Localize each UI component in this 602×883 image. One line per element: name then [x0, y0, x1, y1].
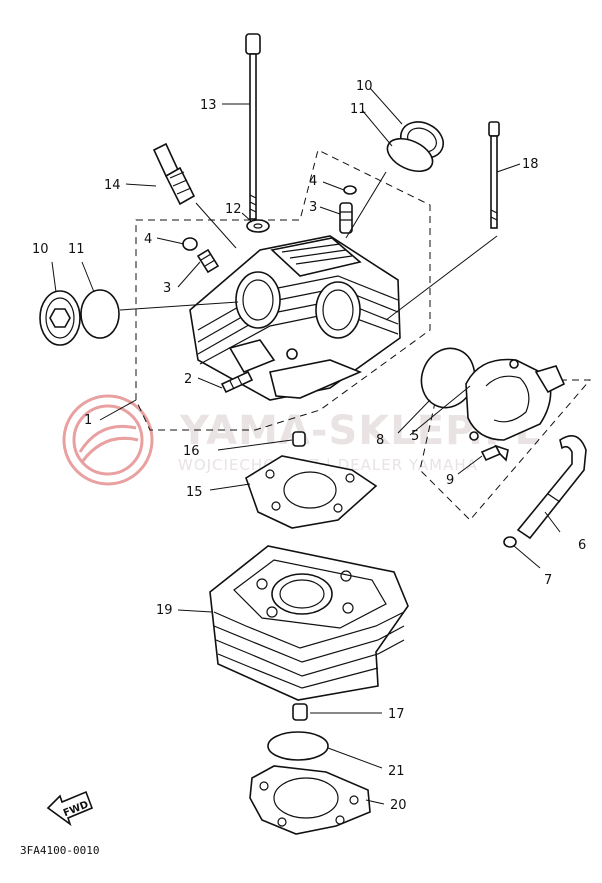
tappet-cover-10-left — [39, 290, 81, 346]
callout-8: 8 — [376, 433, 384, 448]
callout-16: 16 — [183, 444, 200, 459]
hose-clamp-7 — [503, 536, 517, 548]
callout-3-right: 3 — [309, 200, 317, 215]
o-ring-4-right — [343, 185, 357, 195]
callout-1: 1 — [84, 413, 92, 428]
washer-12 — [246, 219, 270, 233]
callout-18: 18 — [522, 157, 539, 172]
cylinder-head-gasket-15 — [245, 455, 378, 529]
dowel-pin-16 — [292, 431, 306, 447]
stud-bolt-13 — [245, 33, 261, 220]
callout-10-left: 10 — [32, 242, 49, 257]
spark-plug-14 — [152, 142, 196, 206]
breather-hose-6 — [516, 434, 587, 540]
dowel-pin-17 — [292, 703, 308, 721]
callout-7: 7 — [544, 573, 552, 588]
stud-2 — [220, 370, 254, 394]
callout-12: 12 — [225, 202, 242, 217]
callout-20: 20 — [390, 798, 407, 813]
callout-14: 14 — [104, 178, 121, 193]
callout-13: 13 — [200, 98, 217, 113]
callout-15: 15 — [186, 485, 203, 500]
callout-2: 2 — [184, 372, 192, 387]
breather-cover-5 — [465, 358, 566, 441]
stud-bolt-18 — [488, 121, 500, 229]
callout-3-left: 3 — [163, 281, 171, 296]
forward-direction-arrow: FWD — [46, 790, 94, 827]
callout-4-left: 4 — [144, 232, 152, 247]
callout-11-right: 11 — [350, 102, 367, 117]
valve-guide-3-left — [196, 248, 220, 274]
valve-guide-3-right — [339, 202, 353, 234]
callout-labels: 1 2 3 3 4 4 5 6 7 8 9 10 10 11 11 12 13 … — [32, 79, 586, 813]
bolt-9 — [480, 444, 509, 462]
cylinder-head-assembly-outline — [135, 149, 431, 431]
leader-lines — [51, 87, 561, 805]
callout-17: 17 — [388, 707, 405, 722]
cylinder-head-1 — [189, 235, 401, 401]
watermark-logo — [62, 394, 154, 486]
o-ring-11-right — [386, 137, 434, 173]
callout-9: 9 — [446, 473, 454, 488]
callout-21: 21 — [388, 764, 405, 779]
o-ring-21 — [267, 731, 329, 761]
cylinder-base-gasket-20 — [249, 765, 371, 835]
callout-19: 19 — [156, 603, 173, 618]
callout-11-left: 11 — [68, 242, 85, 257]
cylinder-19 — [209, 545, 409, 701]
callout-10-right: 10 — [356, 79, 373, 94]
callout-6: 6 — [578, 538, 586, 553]
o-ring-4-left — [182, 237, 198, 251]
callout-5: 5 — [411, 429, 419, 444]
callout-4-right: 4 — [309, 174, 317, 189]
diagram-code: 3FA4100-0010 — [20, 844, 99, 857]
o-ring-11-left — [80, 289, 120, 339]
